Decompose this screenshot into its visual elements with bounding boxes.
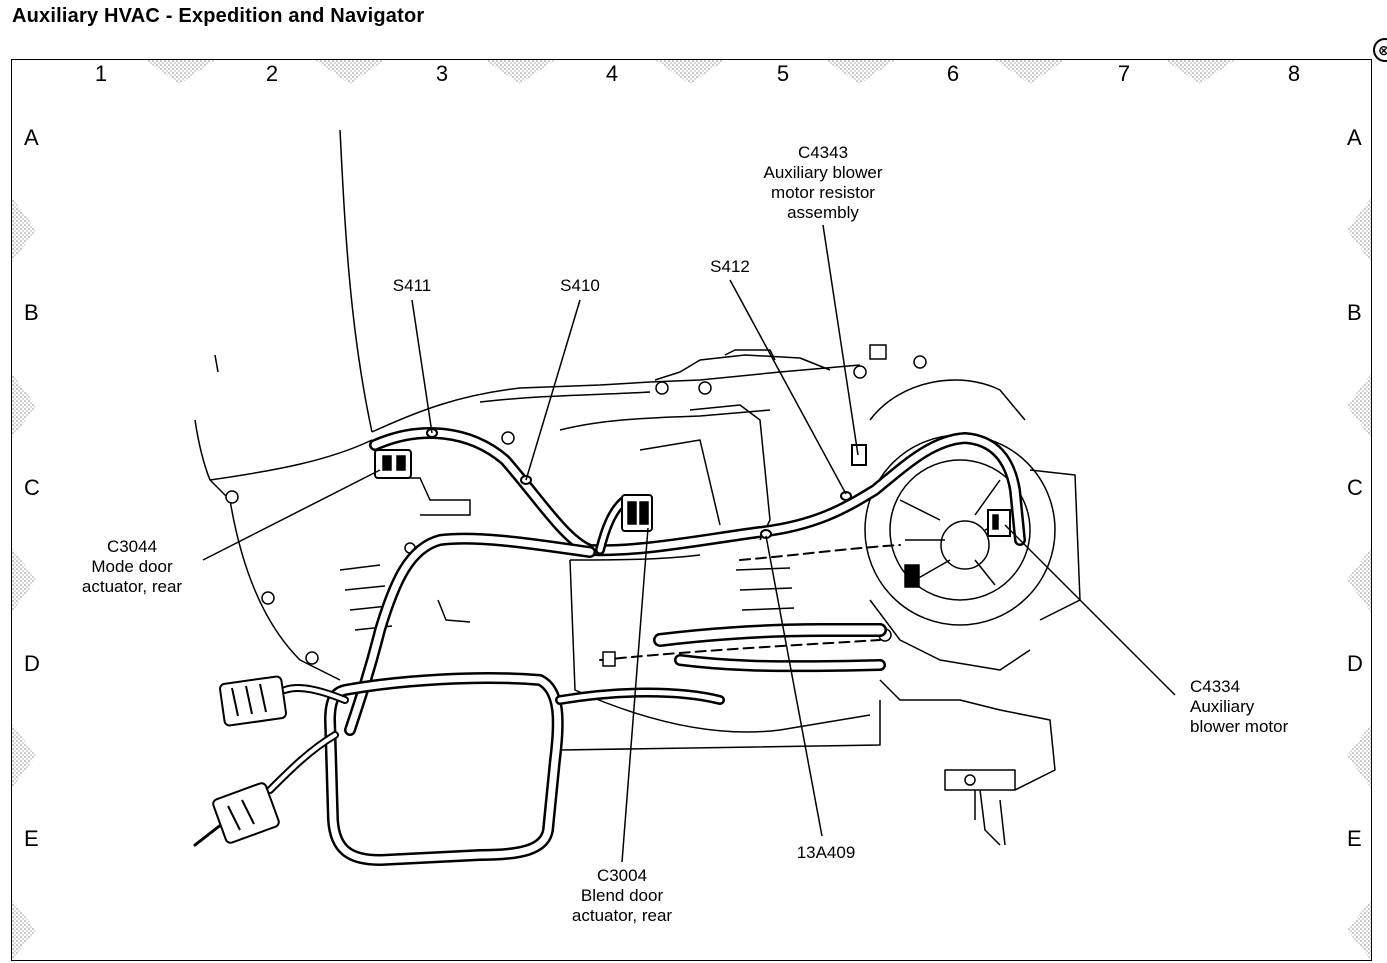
grid-col-1: 1 [94, 61, 108, 86]
hvac-housing [194, 129, 1081, 846]
grid-col-8: 8 [1287, 61, 1301, 86]
close-icon[interactable]: ⊗ [1373, 38, 1387, 62]
label-s411: S411 [392, 276, 432, 295]
page-title: Auxiliary HVAC - Expedition and Navigato… [12, 5, 425, 27]
grid-markers [12, 60, 1371, 960]
grid-col-4: 4 [605, 61, 619, 86]
grid-col-7: 7 [1117, 61, 1131, 86]
diagram-frame [11, 59, 1372, 961]
mounting-studs [225, 355, 976, 786]
grid-col-6: 6 [946, 61, 960, 86]
grid-row-c-left: C [24, 475, 40, 500]
grid-row-e-right: E [1347, 826, 1362, 851]
callout-leaders [202, 224, 1176, 863]
grid-row-d-left: D [24, 651, 40, 676]
grid-row-b-right: B [1347, 300, 1362, 325]
wiring-harness [193, 427, 1026, 866]
grid-row-d-right: D [1347, 651, 1363, 676]
label-c4343-resistor: C4343 Auxiliary blower motor resistor as… [763, 143, 883, 222]
label-c4334-blower-motor: C4334 Auxiliary blower motor [1190, 677, 1289, 736]
label-c3044-mode-door: C3044 Mode door actuator, rear [81, 537, 183, 596]
label-c3004-blend-door: C3004 Blend door actuator, rear [571, 866, 673, 925]
grid-col-2: 2 [265, 61, 279, 86]
grid-row-e-left: E [24, 826, 39, 851]
grid-col-3: 3 [435, 61, 449, 86]
grid-row-b-left: B [24, 300, 39, 325]
grid-row-a-right: A [1347, 125, 1362, 150]
grid-row-c-right: C [1347, 475, 1363, 500]
label-13a409: 13A409 [796, 843, 856, 862]
grid-row-a-left: A [24, 125, 39, 150]
connectors [212, 344, 1011, 844]
grid-col-5: 5 [776, 61, 790, 86]
label-s412: S412 [710, 257, 750, 276]
label-s410: S410 [560, 276, 600, 295]
